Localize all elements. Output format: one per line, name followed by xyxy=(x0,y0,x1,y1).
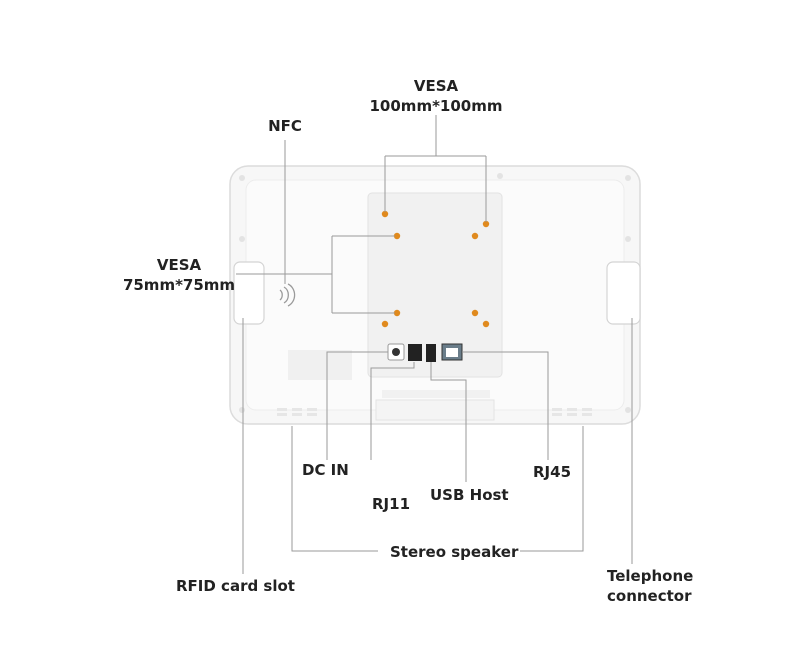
leader-rj45 xyxy=(462,351,549,460)
rfid-slot-housing xyxy=(233,261,265,325)
label-rj45: RJ45 xyxy=(533,463,572,481)
leader-usb-host xyxy=(430,362,467,482)
speaker-grille-right xyxy=(552,408,592,416)
vesa75-screw xyxy=(393,309,401,317)
label-vesa-75: VESA 75mm*75mm xyxy=(114,255,244,295)
usb-host-port xyxy=(426,344,436,362)
leader-lines xyxy=(236,115,633,574)
leader-vesa75 xyxy=(236,235,395,314)
label-stereo-speaker: Stereo speaker xyxy=(390,543,519,561)
label-nfc: NFC xyxy=(268,117,302,135)
vesa75-screw xyxy=(471,232,479,240)
nfc-icon xyxy=(279,283,296,307)
label-telephone-connector: Telephone connector xyxy=(607,566,693,606)
speaker-grille-left xyxy=(277,408,317,416)
label-vesa-100-line2: 100mm*100mm xyxy=(369,97,503,115)
stand-slot xyxy=(375,399,495,421)
corner-hole xyxy=(625,175,631,181)
corner-hole xyxy=(497,173,503,179)
vesa100-screw xyxy=(482,320,490,328)
leader-vesa100 xyxy=(384,115,487,222)
telephone-connector-housing xyxy=(606,261,641,325)
corner-hole xyxy=(625,407,631,413)
label-usb-host: USB Host xyxy=(430,486,509,504)
label-telephone-line2: connector xyxy=(607,587,692,605)
label-vesa-100-line1: VESA xyxy=(413,77,459,95)
rj11-port xyxy=(408,344,422,361)
label-dc-in: DC IN xyxy=(302,461,349,479)
corner-hole xyxy=(239,407,245,413)
bottom-port-strip xyxy=(382,390,490,398)
dc-in-jack xyxy=(392,348,400,356)
vesa100-screw xyxy=(381,210,389,218)
corner-hole xyxy=(239,236,245,242)
corner-hole xyxy=(239,175,245,181)
vesa-plate xyxy=(367,192,503,378)
leader-speaker-right xyxy=(520,426,584,552)
vesa75-screw xyxy=(393,232,401,240)
label-vesa-75-line2: 75mm*75mm xyxy=(122,276,236,294)
label-vesa-100: VESA 100mm*100mm xyxy=(366,76,506,116)
vesa75-screw xyxy=(471,309,479,317)
leader-speaker-left xyxy=(291,426,378,552)
leader-rj11 xyxy=(370,362,415,460)
corner-hole xyxy=(625,236,631,242)
label-vesa-75-line1: VESA xyxy=(156,256,202,274)
vesa100-screw xyxy=(381,320,389,328)
label-telephone-line1: Telephone xyxy=(607,567,694,585)
leader-dc-in xyxy=(326,351,388,460)
label-rj11: RJ11 xyxy=(372,495,411,513)
label-sticker-area xyxy=(288,350,352,380)
rj45-port-inner xyxy=(446,348,458,357)
label-rfid-card-slot: RFID card slot xyxy=(176,577,295,595)
vesa100-screw xyxy=(482,220,490,228)
